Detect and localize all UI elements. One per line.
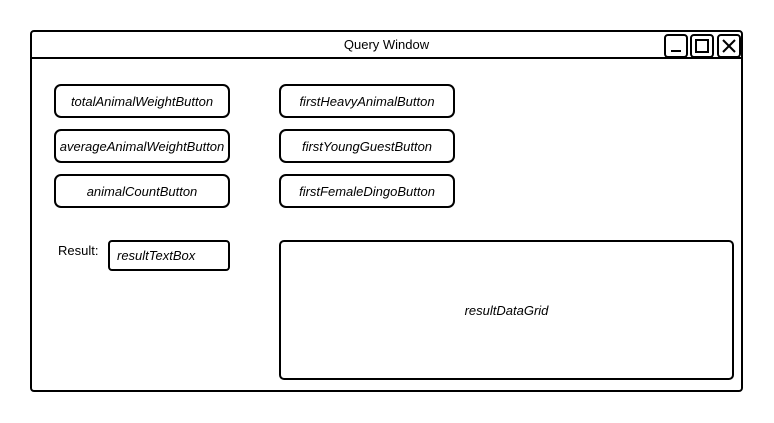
minimize-icon bbox=[671, 50, 681, 52]
window-title: Query Window bbox=[343, 37, 430, 52]
first-heavy-animal-button[interactable]: firstHeavyAnimalButton bbox=[279, 84, 455, 118]
query-window: Query Window totalAnimalWeightButton ave… bbox=[30, 30, 743, 392]
minimize-button[interactable] bbox=[664, 34, 688, 58]
result-text-box[interactable]: resultTextBox bbox=[108, 240, 230, 271]
total-animal-weight-button[interactable]: totalAnimalWeightButton bbox=[54, 84, 230, 118]
maximize-icon bbox=[695, 39, 709, 53]
close-button[interactable] bbox=[717, 34, 741, 58]
first-young-guest-button[interactable]: firstYoungGuestButton bbox=[279, 129, 455, 163]
first-female-dingo-button[interactable]: firstFemaleDingoButton bbox=[279, 174, 455, 208]
maximize-button[interactable] bbox=[690, 34, 714, 58]
result-label: Result: bbox=[58, 243, 99, 258]
average-animal-weight-button[interactable]: averageAnimalWeightButton bbox=[54, 129, 230, 163]
animal-count-button[interactable]: animalCountButton bbox=[54, 174, 230, 208]
title-bar[interactable]: Query Window bbox=[32, 32, 741, 59]
result-data-grid[interactable]: resultDataGrid bbox=[279, 240, 734, 380]
close-icon bbox=[722, 39, 736, 53]
